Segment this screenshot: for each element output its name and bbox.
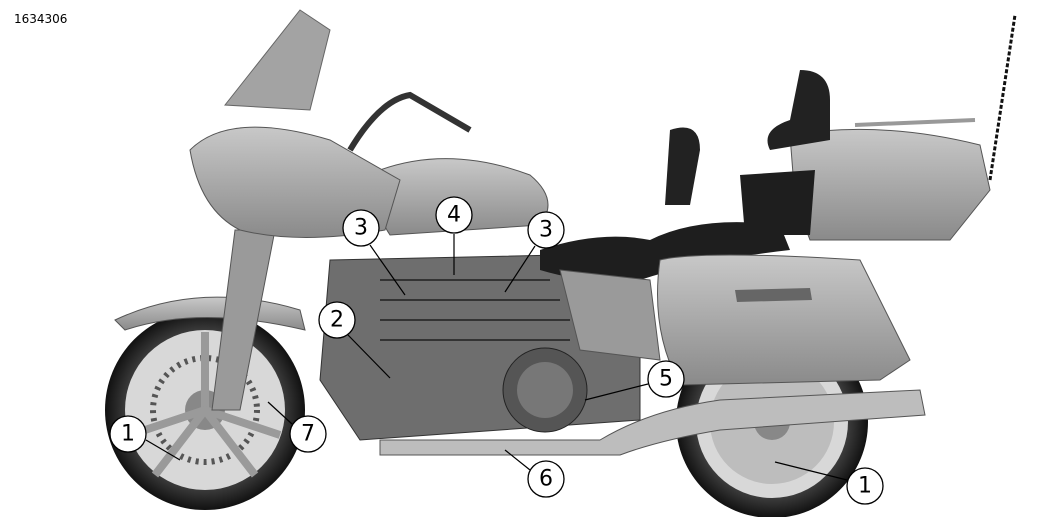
callout-3-rear-cylinder: 3 <box>527 211 565 249</box>
tour-pak <box>789 128 991 241</box>
svg-text:4: 4 <box>447 203 461 228</box>
svg-text:5: 5 <box>659 367 673 392</box>
callout-2: 2 <box>318 301 356 339</box>
callout-6: 6 <box>527 460 565 498</box>
svg-text:2: 2 <box>330 308 344 333</box>
callout-7: 7 <box>289 415 327 453</box>
callout-5: 5 <box>647 360 685 398</box>
svg-text:1: 1 <box>121 422 135 447</box>
antenna <box>988 14 1017 181</box>
svg-text:7: 7 <box>301 422 315 447</box>
callout-4: 4 <box>435 196 473 234</box>
svg-text:1: 1 <box>858 474 872 499</box>
callout-1-rear-wheel: 1 <box>846 467 884 505</box>
callout-1-front-wheel: 1 <box>109 415 147 453</box>
front-wheel <box>105 310 305 510</box>
passenger-backrest <box>665 127 700 205</box>
windshield <box>224 9 331 111</box>
exhaust <box>379 389 926 456</box>
rider-backrest <box>767 70 830 150</box>
figure-id: 1634306 <box>14 12 68 26</box>
svg-text:6: 6 <box>539 467 553 492</box>
leader-lines <box>145 234 848 481</box>
svg-text:3: 3 <box>539 218 553 243</box>
svg-text:3: 3 <box>354 216 368 241</box>
handlebar <box>347 91 472 152</box>
callout-3-front-cylinder: 3 <box>342 209 380 247</box>
seat <box>540 222 790 282</box>
fairing <box>189 126 401 238</box>
saddlebag <box>657 254 911 386</box>
